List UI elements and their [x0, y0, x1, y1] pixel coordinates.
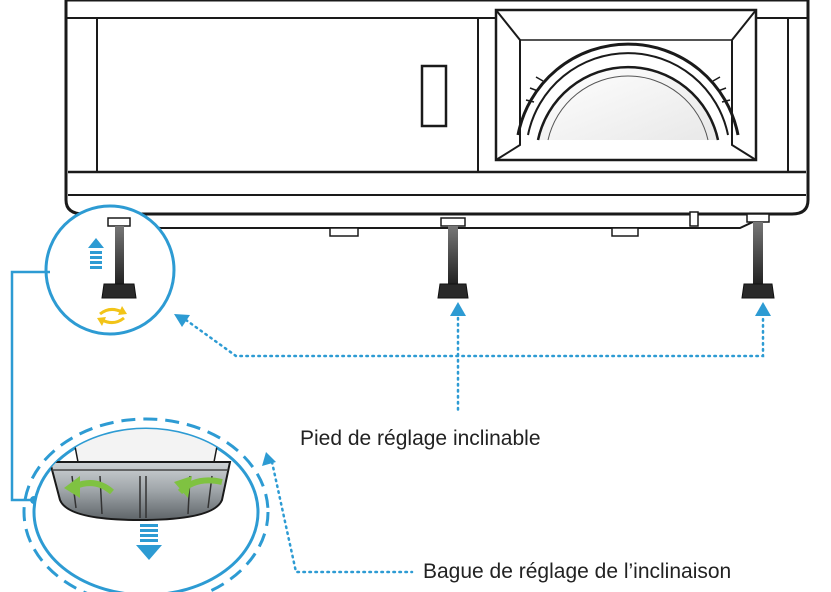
tilt-ring-magnifier — [22, 417, 270, 592]
tilt-foot-middle — [437, 217, 469, 299]
tilt-foot-right — [741, 213, 775, 299]
lens — [494, 8, 758, 162]
magnifier-connector — [10, 270, 50, 502]
down-arrow-icon — [136, 524, 162, 560]
tilt-ring-label: Bague de réglage de l’inclinaison — [423, 560, 732, 583]
ir-sensor-window — [420, 64, 448, 128]
ring-rotate-left-icon — [64, 476, 114, 498]
arrowhead-right-foot — [755, 302, 771, 316]
arrowhead-left-foot — [174, 314, 190, 327]
tilt-ring-callout — [262, 452, 414, 574]
left-foot-magnifier — [44, 204, 176, 336]
up-arrow-icon — [88, 238, 104, 269]
tilt-foot-callout — [184, 310, 765, 414]
arrowhead-middle-foot — [450, 302, 466, 316]
ring-rotate-right-icon — [174, 476, 223, 498]
tilt-foot-label: Pied de réglage inclinable — [300, 427, 541, 450]
